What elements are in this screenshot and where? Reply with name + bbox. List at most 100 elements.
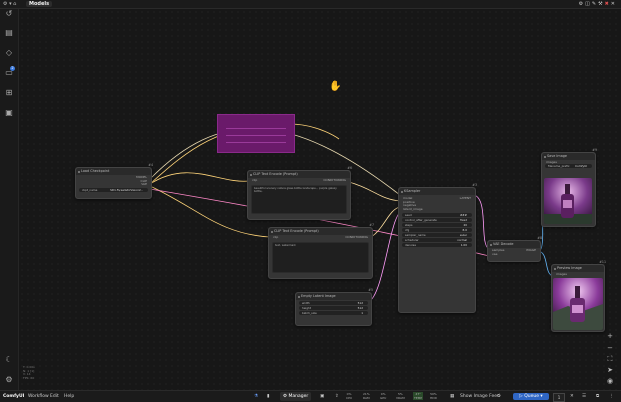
node-id: #9 (592, 148, 597, 152)
alert-icon[interactable]: ✖ (604, 1, 611, 7)
terminal-icon[interactable]: ▣ (320, 394, 325, 399)
workflow-icon[interactable]: ⊞ (5, 88, 13, 97)
history-icon[interactable]: ↺ (5, 9, 13, 18)
stat-line: FPS: 60 (23, 375, 35, 380)
node-clip-text-encode-negative[interactable]: #7 CLIP Text Encode (Prompt) clip CONDIT… (268, 223, 374, 279)
zoom-in-icon[interactable]: + (607, 332, 613, 340)
fit-view-icon[interactable]: ⛶ (607, 355, 613, 363)
image-icon[interactable]: ▣ (5, 108, 13, 117)
input-clip[interactable]: clip CONDITIONING (252, 178, 346, 182)
cube-icon[interactable]: ◇ (5, 48, 13, 57)
bookmark-icon[interactable]: ▮ (267, 394, 270, 399)
stat-cpu: 0%CPU (346, 392, 353, 400)
more-icon[interactable]: ⋮ (609, 394, 614, 399)
node-id: #3 (472, 183, 477, 187)
node-vae-decode[interactable]: #8 VAE Decode samples IMAGE vae (487, 236, 542, 262)
puzzle-icon: ⚙ (283, 394, 289, 399)
comfy-menu-icon[interactable]: ⚙ ▾ ⌂ (3, 1, 17, 7)
seed-widget[interactable]: seed### (402, 212, 472, 217)
render-stats: T: 0.00s N: 1 [1] V: 14 FPS: 60 (23, 365, 35, 380)
settings-icon[interactable]: ⚙ (578, 1, 586, 7)
settings-gear-icon[interactable]: ⚙ (5, 375, 13, 384)
menu-workflow[interactable]: Workflow (28, 394, 49, 399)
minimap-icon[interactable]: ◉ (606, 377, 614, 385)
refresh-icon[interactable]: ↻ (497, 394, 501, 399)
preview-output-image (553, 278, 603, 330)
folder-badge: 2 (10, 66, 15, 71)
node-clip-text-encode-positive[interactable]: #6 CLIP Text Encode (Prompt) clip CONDIT… (247, 166, 352, 220)
node-ksampler[interactable]: #3 KSampler model LATENT positive negati… (398, 183, 477, 313)
node-title[interactable]: VAE Decode (488, 241, 540, 248)
expand-icon[interactable]: ⧉ (596, 394, 600, 399)
menu-help[interactable]: Help (64, 394, 75, 399)
node-title[interactable]: CLIP Text Encode (Prompt) (269, 228, 372, 235)
input-images[interactable]: images (556, 272, 567, 276)
edit-icon[interactable]: ✎ (591, 1, 599, 7)
fullscreen-icon[interactable]: ◫ (585, 1, 592, 7)
ckpt-name-combo[interactable]: ckpt_name SD1.5\realisticVisionV... (79, 188, 148, 192)
share-icon[interactable]: ⇪ (335, 394, 339, 399)
sidebar: ↺ ▤ ◇ ▭ 2 ⊞ ▣ ☾ ⚙ (0, 9, 19, 390)
menu-edit[interactable]: Edit (50, 394, 59, 399)
history-list-icon[interactable]: ☰ (582, 394, 587, 399)
zoom-out-icon[interactable]: − (607, 344, 613, 352)
input-vae[interactable]: vae (492, 251, 498, 256)
stat-line: N: 1 [1] (23, 368, 35, 373)
input-clip[interactable]: clip CONDITIONING (273, 235, 368, 239)
input-samples[interactable]: samples IMAGE (492, 248, 536, 252)
node-id: #4 (148, 163, 153, 167)
stop-icon[interactable]: ✕ (570, 394, 574, 399)
node-title[interactable]: CLIP Text Encode (Prompt) (248, 171, 350, 178)
stat-gpu: 0%GPU (380, 392, 387, 400)
show-image-feed-button[interactable]: Show Image Feed (460, 394, 500, 399)
node-title[interactable]: KSampler (399, 188, 475, 195)
node-title[interactable]: Save Image (542, 153, 595, 160)
group-box[interactable] (217, 114, 295, 153)
input-images[interactable]: images (546, 160, 557, 164)
output-clip[interactable]: CLIP (140, 178, 147, 183)
input-model[interactable]: model LATENT (403, 196, 471, 200)
node-id: #7 (369, 223, 374, 227)
folder-icon[interactable]: ▭ (5, 68, 13, 77)
output-model[interactable]: MODEL (136, 175, 147, 179)
node-id: #11 (599, 260, 606, 264)
node-title[interactable]: Load Checkpoint (76, 168, 151, 175)
tab-models[interactable]: Models (26, 1, 53, 7)
node-preview-image[interactable]: #11 Preview Image images (551, 260, 606, 332)
theme-moon-icon[interactable]: ☾ (5, 355, 13, 364)
queue-button[interactable]: ▷ Queue ▾ (513, 393, 549, 400)
chevron-down-icon: ▾ (539, 394, 543, 399)
node-title[interactable]: Empty Latent Image (296, 293, 371, 300)
pointer-icon[interactable]: ➤ (607, 366, 613, 374)
node-title[interactable]: Preview Image (552, 265, 604, 272)
prompt-textarea[interactable]: beautiful scenery nature glass bottle la… (251, 185, 347, 214)
plugin-icon[interactable]: ⚒ (598, 1, 605, 7)
input-latent-image[interactable]: latent_image (403, 206, 423, 211)
graph-canvas[interactable]: #4 Load Checkpoint MODEL CLIP VAE ckpt_n… (19, 9, 621, 390)
image-feed-icon[interactable]: ▦ (450, 394, 455, 399)
input-positive[interactable]: positive (403, 199, 415, 204)
queue-icon[interactable]: ▤ (5, 28, 13, 37)
top-toolbar: ⚙◫✎⚒✖✕ (579, 0, 617, 8)
output-image (544, 178, 592, 224)
stat-line: T: 0.00s (23, 365, 35, 369)
input-negative[interactable]: negative (403, 203, 417, 207)
prompt-textarea[interactable]: text, watermark (272, 242, 369, 273)
close-icon[interactable]: ✕ (610, 1, 617, 7)
node-load-checkpoint[interactable]: #4 Load Checkpoint MODEL CLIP VAE ckpt_n… (75, 163, 153, 199)
manager-button[interactable]: ⚙ Manager (280, 392, 312, 401)
workflow-tool-icon[interactable]: ⚗ (254, 394, 259, 399)
output-vae[interactable]: VAE (141, 182, 147, 186)
